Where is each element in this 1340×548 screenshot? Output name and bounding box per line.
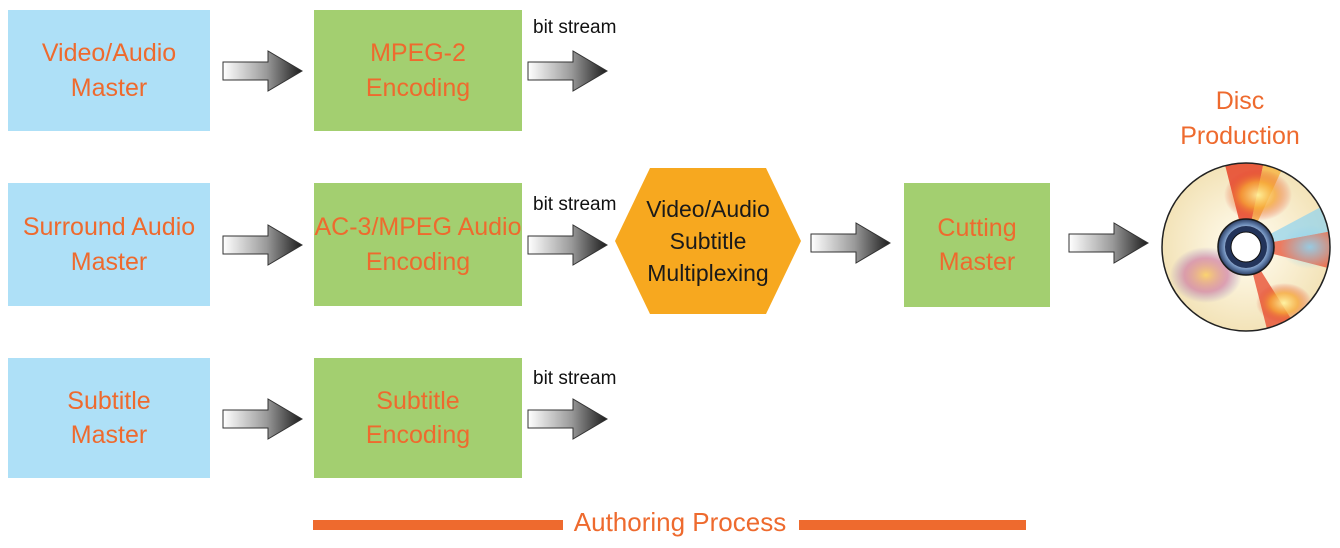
arrow-icon (527, 224, 608, 266)
authoring-bar-right (799, 520, 1026, 530)
arrow-icon (527, 50, 608, 92)
surround-audio-master-label: Surround Audio Master (22, 213, 196, 276)
arrow-icon (527, 398, 608, 440)
cutting-master-box: Cutting Master (904, 183, 1050, 307)
subtitle-master-label: Subtitle Master (67, 386, 151, 450)
mpeg2-encoding-box: MPEG-2 Encoding (314, 10, 522, 131)
bit-stream-label: bit stream (533, 368, 617, 389)
multiplexing-hexagon (615, 168, 801, 314)
authoring-process-label: Authoring Process (573, 507, 787, 537)
subtitle-master-box: Subtitle Master (8, 358, 210, 478)
video-audio-master-box: Video/Audio Master (8, 10, 210, 131)
multiplexing-box: Video/Audio Subtitle Multiplexing (614, 167, 802, 315)
surround-audio-master-box: Surround Audio Master (8, 183, 210, 306)
arrow-icon (810, 222, 891, 264)
bit-stream-label: bit stream (533, 194, 617, 215)
bit-stream-label: bit stream (533, 17, 617, 38)
disc-icon (1161, 162, 1331, 332)
video-audio-master-label: Video/Audio Master (41, 39, 177, 102)
subtitle-encoding-label: Subtitle Encoding (365, 386, 471, 450)
disc-production-title: Disc Production (1170, 84, 1310, 153)
arrow-icon (222, 224, 303, 266)
subtitle-encoding-box: Subtitle Encoding (314, 358, 522, 478)
arrow-icon (222, 398, 303, 440)
arrow-icon (1068, 222, 1149, 264)
multiplexing-label: Video/Audio Subtitle Multiplexing (646, 195, 770, 287)
cutting-master-label: Cutting Master (937, 213, 1017, 277)
ac3-mpeg-audio-encoding-box: AC-3/MPEG Audio Encoding (314, 183, 522, 306)
disc-production-label: Disc Production (1180, 87, 1300, 150)
mpeg2-encoding-label: MPEG-2 Encoding (365, 39, 471, 102)
authoring-bar-left (313, 520, 563, 530)
arrow-icon (222, 50, 303, 92)
ac3-mpeg-audio-encoding-label: AC-3/MPEG Audio Encoding (314, 213, 522, 276)
